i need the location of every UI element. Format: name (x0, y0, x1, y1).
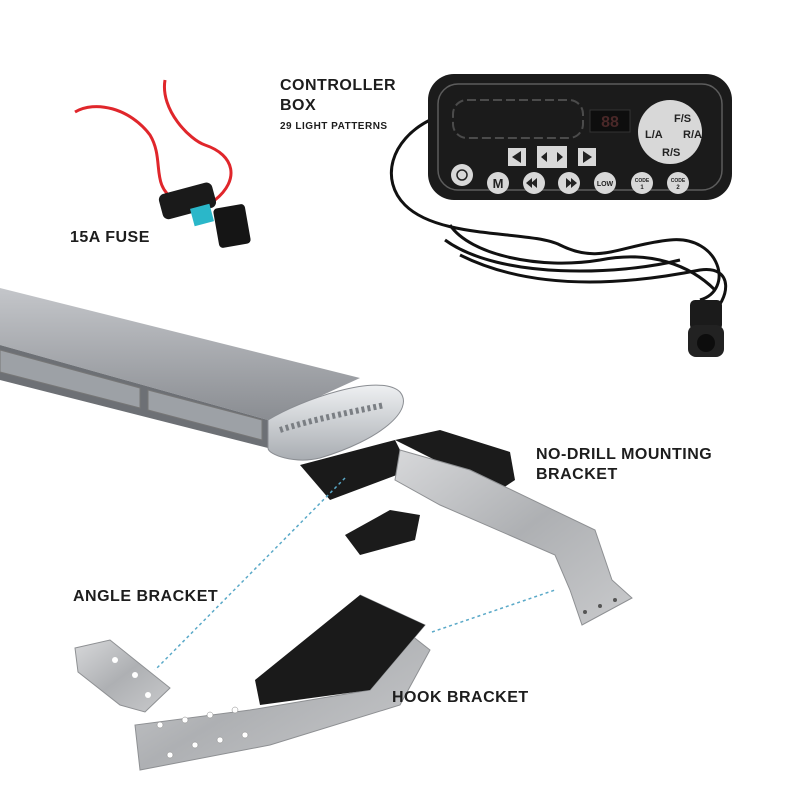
guide-lines (154, 477, 556, 671)
hook-bracket (134, 594, 431, 771)
cable-connector (688, 300, 724, 357)
hook-bracket-holes (156, 706, 249, 759)
light-bar (0, 288, 404, 461)
right-arrow-icon (583, 151, 592, 163)
double-arrow-icon (541, 152, 563, 162)
no-drill-label-line1: NO-DRILL MOUNTING (536, 446, 713, 463)
code-1-button (631, 172, 653, 194)
mode-button-label: M (493, 176, 504, 191)
controller-label-line1: CONTROLLER (280, 77, 397, 94)
fast-forward-icon (566, 178, 577, 188)
controller-box: 88 F/S L/A R/A R/S M LOW (428, 74, 732, 200)
power-icon (456, 169, 468, 181)
controller-cable (389, 118, 728, 317)
angle-bracket-label: ANGLE BRACKET (73, 588, 219, 605)
fuse-assembly (74, 79, 251, 248)
rs-button-label: R/S (662, 147, 680, 159)
ra-button-label: R/A (683, 129, 702, 141)
mode-button (487, 172, 509, 194)
fs-button-label: F/S (674, 113, 691, 125)
controller-display: 88 (601, 114, 619, 131)
no-drill-mounting-bracket (300, 430, 633, 626)
led-modules (0, 349, 263, 441)
code-2-number: 2 (676, 185, 680, 191)
fuse-label: 15A FUSE (70, 229, 150, 246)
power-button (451, 164, 473, 186)
low-button-label: LOW (597, 181, 614, 188)
rewind-icon (526, 178, 537, 188)
left-arrow-icon (512, 151, 521, 163)
angle-bracket (74, 639, 171, 713)
no-drill-label-line2: BRACKET (536, 466, 618, 483)
controller-label-line2: BOX (280, 97, 317, 114)
low-button (594, 172, 616, 194)
la-button-label: L/A (645, 129, 663, 141)
code-2-button (667, 172, 689, 194)
hook-bracket-label: HOOK BRACKET (392, 689, 529, 706)
both-arrows-button (537, 146, 567, 168)
code-1-label: CODE (635, 178, 650, 184)
controller-sublabel: 29 LIGHT PATTERNS (280, 121, 388, 132)
code-1-number: 1 (640, 185, 644, 191)
code-2-label: CODE (671, 178, 686, 184)
